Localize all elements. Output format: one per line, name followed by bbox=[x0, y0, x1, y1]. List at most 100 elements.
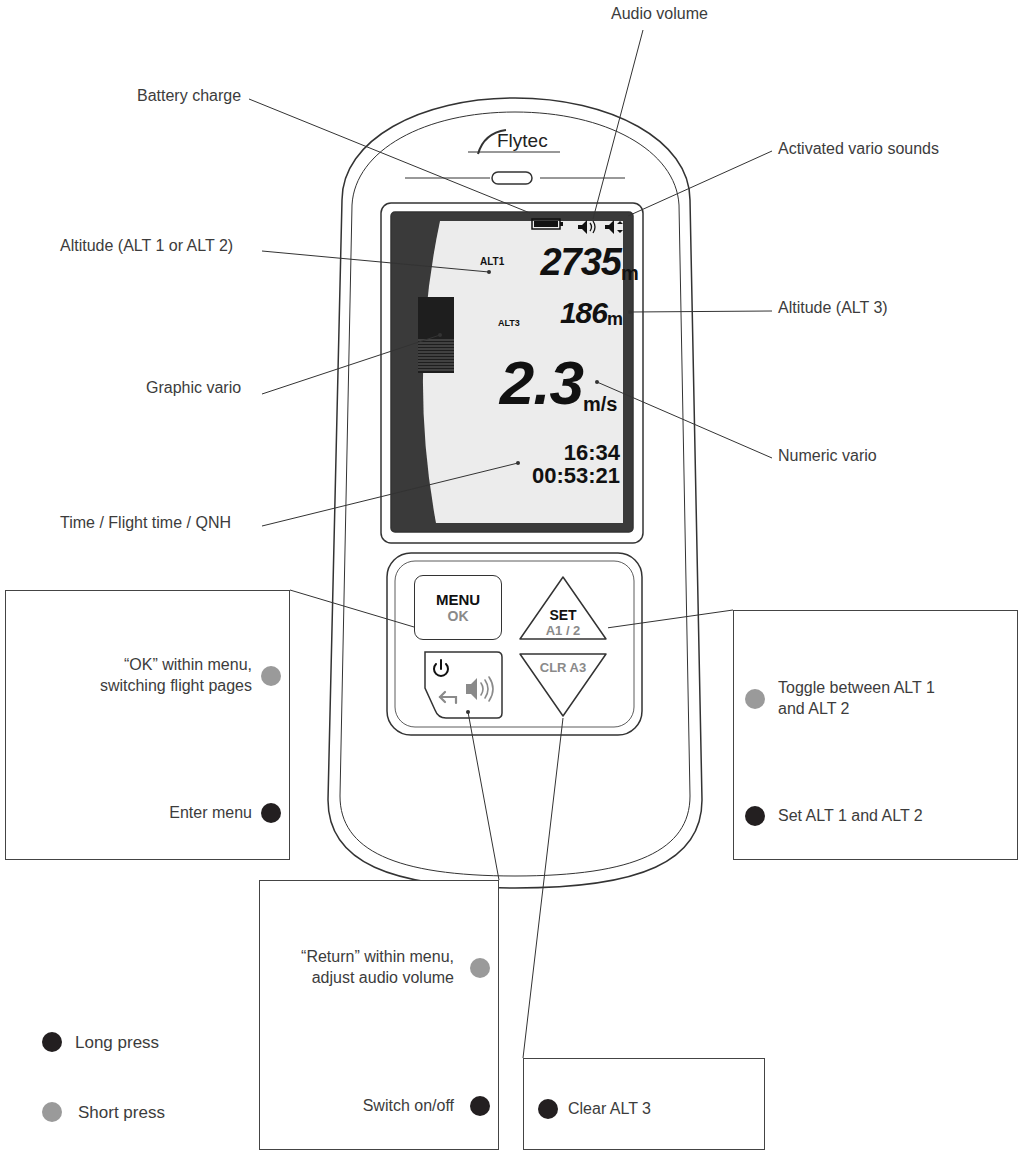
vario-bar-segment bbox=[418, 355, 454, 356]
set-button: SET A1 / 2 bbox=[518, 575, 608, 641]
clr-button: CLR A3 bbox=[518, 652, 608, 718]
vario-bar-segment bbox=[418, 358, 454, 359]
callout-label: Time / Flight time / QNH bbox=[60, 515, 231, 531]
callout-box: “Return” within menu, adjust audio volum… bbox=[259, 880, 499, 1150]
leader-dot bbox=[487, 270, 491, 274]
callout-label: Altitude (ALT 1 or ALT 2) bbox=[60, 238, 233, 254]
volume-icon-waves bbox=[590, 221, 595, 233]
long-press-dot bbox=[261, 803, 281, 823]
leader-dot bbox=[595, 380, 599, 384]
menu-button: MENUOK bbox=[414, 575, 502, 640]
lcd-value: 2735 bbox=[540, 243, 621, 281]
logo-line bbox=[468, 151, 560, 152]
leader-dot bbox=[466, 710, 470, 714]
leader-dot bbox=[628, 310, 632, 314]
lcd-label: ALT1 bbox=[480, 257, 504, 267]
screen-bezel bbox=[391, 212, 633, 532]
button-panel bbox=[387, 553, 642, 735]
callout-label: Battery charge bbox=[137, 88, 241, 104]
leader-line bbox=[249, 99, 530, 213]
lcd-time: 00:53:21 bbox=[532, 465, 620, 487]
callout-label: Activated vario sounds bbox=[778, 141, 939, 157]
legend-text: Long press bbox=[75, 1033, 159, 1053]
leader-dot bbox=[516, 461, 520, 465]
lcd-label: ALT3 bbox=[498, 319, 520, 328]
vario-sound-arrows bbox=[617, 221, 623, 233]
vario-bar-segment bbox=[418, 364, 454, 365]
leader-line bbox=[523, 718, 563, 1058]
leader-line bbox=[262, 463, 518, 526]
vario-bar-segment bbox=[418, 367, 454, 368]
lcd-unit: m/s bbox=[583, 394, 617, 414]
power-button bbox=[425, 652, 502, 718]
battery-level bbox=[534, 221, 558, 227]
graphic-vario-bar bbox=[418, 297, 454, 373]
legend-item: Long press bbox=[42, 1031, 242, 1053]
battery-tip bbox=[560, 222, 563, 226]
volume-icon bbox=[578, 220, 587, 234]
device-housing bbox=[328, 98, 702, 888]
leader-line bbox=[290, 590, 414, 627]
vario-bar-segment bbox=[418, 349, 454, 350]
vario-bar-segment bbox=[418, 370, 454, 371]
leader-line bbox=[608, 610, 733, 628]
callout-label: Audio volume bbox=[611, 6, 708, 22]
return-arrowhead bbox=[440, 692, 445, 702]
button-label: SET bbox=[518, 608, 608, 622]
power-icon-bar bbox=[440, 660, 442, 669]
logo-text: Flytec bbox=[497, 131, 548, 150]
callout-label: Numeric vario bbox=[778, 448, 877, 464]
leader-line bbox=[597, 382, 772, 458]
button-label: A1 / 2 bbox=[518, 624, 608, 637]
leader-dot bbox=[438, 333, 442, 337]
lanyard-slot bbox=[492, 172, 532, 184]
short-press-dot bbox=[470, 958, 490, 978]
speaker-icon bbox=[466, 678, 477, 700]
callout-box: Toggle between ALT 1 and ALT 2 Set ALT 1 … bbox=[733, 610, 1018, 860]
legend-swatch bbox=[42, 1032, 62, 1052]
long-press-dot bbox=[745, 806, 765, 826]
callout-text: Switch on/off bbox=[269, 1096, 454, 1117]
button-label: OK bbox=[448, 608, 469, 624]
callout-label: Graphic vario bbox=[146, 380, 241, 396]
leader-line bbox=[262, 335, 440, 394]
callout-box: “OK” within menu, switching flight pages… bbox=[5, 590, 290, 860]
lcd-value: 2.3 bbox=[500, 352, 583, 414]
vario-sound-icon bbox=[605, 220, 614, 234]
callout-text: Clear ALT 3 bbox=[568, 1099, 748, 1120]
battery-icon bbox=[532, 219, 560, 229]
vario-bar-segment bbox=[418, 346, 454, 347]
leader-line bbox=[262, 251, 489, 272]
button-panel-inner bbox=[395, 561, 634, 727]
leader-line bbox=[468, 712, 499, 880]
lcd-time: 16:34 bbox=[564, 442, 620, 464]
short-press-dot bbox=[745, 689, 765, 709]
button-label: MENU bbox=[436, 591, 480, 608]
vario-bar-segment bbox=[418, 343, 454, 344]
callout-box: Clear ALT 3 bbox=[523, 1058, 765, 1150]
lcd-unit: m bbox=[607, 310, 623, 328]
callout-text: Set ALT 1 and ALT 2 bbox=[778, 806, 978, 827]
vario-bar-segment bbox=[418, 352, 454, 353]
legend-swatch bbox=[42, 1102, 62, 1122]
long-press-dot bbox=[470, 1096, 490, 1116]
long-press-dot bbox=[538, 1099, 558, 1119]
leader-line bbox=[628, 151, 772, 216]
callout-text: Toggle between ALT 1 and ALT 2 bbox=[778, 678, 958, 720]
lcd-unit: m bbox=[621, 263, 639, 283]
leader-lines bbox=[249, 30, 772, 880]
button-label: CLR A3 bbox=[518, 661, 608, 674]
callout-text: “OK” within menu, switching flight pages bbox=[77, 655, 252, 697]
vario-bar-segment bbox=[418, 361, 454, 362]
volume-waves bbox=[481, 677, 493, 701]
leader-line bbox=[593, 30, 643, 219]
legend-item: Short press bbox=[42, 1101, 242, 1123]
short-press-dot bbox=[261, 666, 281, 686]
leader-line bbox=[630, 311, 772, 312]
screen-frame bbox=[381, 203, 643, 543]
callout-text: Enter menu bbox=[77, 803, 252, 824]
legend-text: Short press bbox=[78, 1103, 165, 1123]
callout-label: Altitude (ALT 3) bbox=[778, 300, 888, 316]
